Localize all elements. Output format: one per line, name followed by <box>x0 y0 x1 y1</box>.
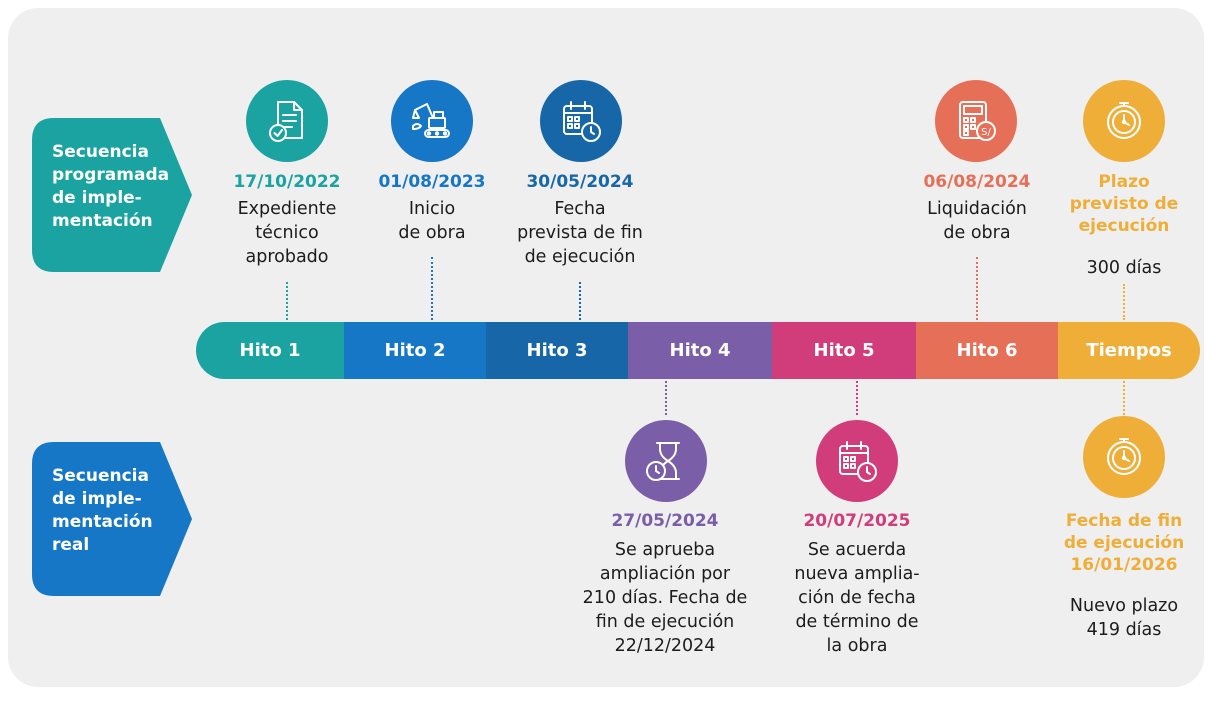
milestone-label: Hito 3 <box>526 340 588 361</box>
milestone-date: Plazo previsto de ejecución <box>1069 172 1179 236</box>
document-check-icon <box>246 80 328 162</box>
connector-dots <box>1123 381 1125 415</box>
calculator-money-icon: S/ <box>935 80 1017 162</box>
connector-dots <box>856 381 858 415</box>
milestone-description: Se aprueba ampliación por 210 días. Fech… <box>582 540 748 656</box>
milestone-description: Liquidación de obra <box>927 199 1027 243</box>
milestone-date: 01/08/2023 <box>378 172 486 192</box>
milestone-label: Tiempos <box>1086 340 1172 361</box>
calendar-clock-icon <box>540 80 622 162</box>
milestone-label: Hito 6 <box>956 340 1018 361</box>
milestone-description: Nuevo plazo 419 días <box>1069 596 1179 640</box>
milestone-date: 20/07/2025 <box>803 511 911 531</box>
connector-dots <box>579 282 581 320</box>
connector-dots <box>286 282 288 320</box>
milestone-tiempos: Tiempos <box>1058 322 1200 379</box>
milestone-hito-2: Hito 2 <box>344 322 486 379</box>
programmed-sequence-tag: Secuencia programada de imple- mentación <box>32 118 192 272</box>
milestone-date: 17/10/2022 <box>233 172 341 192</box>
connector-dots <box>1123 284 1125 320</box>
connector-dots <box>431 257 433 320</box>
connector-dots <box>976 257 978 320</box>
stopwatch-icon <box>1083 416 1165 498</box>
milestone-date: Fecha de fin de ejecución 16/01/2026 <box>1063 511 1185 575</box>
milestone-hito-1: Hito 1 <box>196 322 344 379</box>
milestone-date: 27/05/2024 <box>611 511 719 531</box>
milestone-label: Hito 1 <box>239 340 301 361</box>
milestone-label: Hito 2 <box>384 340 446 361</box>
milestone-hito-5: Hito 5 <box>772 322 916 379</box>
milestone-date: 06/08/2024 <box>923 172 1031 192</box>
milestone-description: 300 días <box>1086 258 1162 278</box>
stopwatch-icon <box>1083 80 1165 162</box>
milestone-date: 30/05/2024 <box>526 172 634 192</box>
real-sequence-label: Secuencia de imple- mentación real <box>52 466 153 555</box>
milestone-hito-4: Hito 4 <box>628 322 772 379</box>
svg-text:S/: S/ <box>981 127 991 138</box>
milestone-description: Expediente técnico aprobado <box>237 199 337 267</box>
milestone-description: Se acuerda nueva amplia- ción de fecha d… <box>794 540 920 656</box>
tag-shape <box>32 442 192 596</box>
milestone-label: Hito 5 <box>813 340 875 361</box>
milestone-hito-6: Hito 6 <box>916 322 1058 379</box>
milestone-label: Hito 4 <box>669 340 731 361</box>
tag-shape <box>32 118 192 272</box>
hourglass-clock-icon <box>625 420 707 502</box>
connector-dots <box>665 381 667 415</box>
milestone-hito-3: Hito 3 <box>486 322 628 379</box>
programmed-sequence-label: Secuencia programada de imple- mentación <box>52 142 170 231</box>
milestone-description: Inicio de obra <box>398 199 466 243</box>
calendar-clock-icon <box>816 420 898 502</box>
milestone-description: Fecha prevista de fin de ejecución <box>517 199 643 267</box>
real-sequence-tag: Secuencia de imple- mentación real <box>32 442 192 596</box>
excavator-icon <box>391 80 473 162</box>
